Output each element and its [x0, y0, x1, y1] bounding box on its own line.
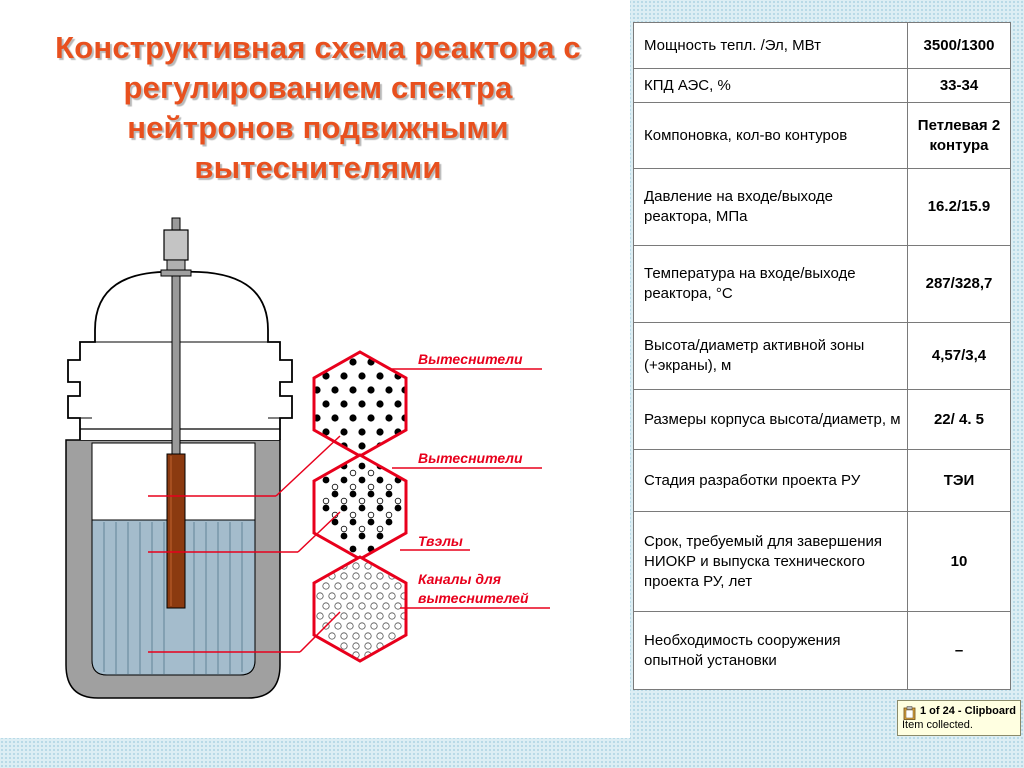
param-value: 22/ 4. 5 — [907, 389, 1011, 450]
drive-mechanism — [160, 217, 192, 609]
table-row: Мощность тепл. /Эл, МВт 3500/1300 — [633, 22, 1011, 69]
param-name: Срок, требуемый для завершения НИОКР и в… — [633, 511, 908, 612]
hex-displacer-channels — [312, 555, 408, 663]
table-row: Срок, требуемый для завершения НИОКР и в… — [633, 511, 1011, 612]
param-name: Размеры корпуса высота/диаметр, м — [633, 389, 908, 450]
param-name: Компоновка, кол-во контуров — [633, 102, 908, 169]
reactor-parameters-table: Мощность тепл. /Эл, МВт 3500/1300 КПД АЭ… — [633, 22, 1011, 690]
table-row: Размеры корпуса высота/диаметр, м 22/ 4.… — [633, 389, 1011, 450]
param-name: Высота/диаметр активной зоны (+экраны), … — [633, 322, 908, 390]
param-value: ТЭИ — [907, 449, 1011, 512]
param-name: Давление на входе/выходе реактора, МПа — [633, 168, 908, 246]
param-name: Необходимость сооружения опытной установ… — [633, 611, 908, 690]
clipboard-icon — [903, 706, 916, 720]
param-value: 16.2/15.9 — [907, 168, 1011, 246]
param-value: 10 — [907, 511, 1011, 612]
param-name: Стадия разработки проекта РУ — [633, 449, 908, 512]
param-name: Температура на входе/выходе реактора, °С — [633, 245, 908, 323]
title-line-2: регулированием спектра — [123, 70, 513, 105]
table-row: Необходимость сооружения опытной установ… — [633, 611, 1011, 690]
param-name: Мощность тепл. /Эл, МВт — [633, 22, 908, 69]
label-channels-line-2: вытеснителей — [418, 590, 529, 606]
table-row: Высота/диаметр активной зоны (+экраны), … — [633, 322, 1011, 390]
table-row: Стадия разработки проекта РУ ТЭИ — [633, 449, 1011, 512]
label-fuel-elements: Твэлы — [418, 533, 463, 549]
leader-lines — [148, 368, 550, 653]
title-line-3: нейтронов подвижными — [127, 110, 509, 145]
table-row: КПД АЭС, % 33-34 — [633, 68, 1011, 103]
param-value: 4,57/3,4 — [907, 322, 1011, 390]
label-channels-line-1: Каналы для — [418, 571, 501, 587]
label-displacers-2: Вытеснители — [418, 450, 523, 466]
mixed-dot-pattern — [322, 462, 402, 553]
table-row: Давление на входе/выходе реактора, МПа 1… — [633, 168, 1011, 246]
title-line-4: вытеснителями — [194, 150, 442, 185]
table-row: Компоновка, кол-во контуров Петлевая 2 к… — [633, 102, 1011, 169]
param-value: 287/328,7 — [907, 245, 1011, 323]
clipboard-title: 1 of 24 - Clipboard — [920, 705, 1016, 717]
slide-title: Конструктивная схема реактора с регулиро… — [8, 28, 628, 188]
clipboard-notification[interactable]: 1 of 24 - Clipboard Item collected. — [897, 700, 1021, 736]
title-line-1: Конструктивная схема реактора с — [55, 30, 581, 65]
hex-displacers-large — [312, 350, 408, 458]
param-value: Петлевая 2 контура — [907, 102, 1011, 169]
param-value: – — [907, 611, 1011, 690]
clipboard-message: Item collected. — [902, 719, 973, 731]
table-row: Температура на входе/выходе реактора, °С… — [633, 245, 1011, 323]
reactor-diagram: Вытеснители Вытеснители Твэлы Каналы для… — [65, 217, 550, 699]
hex-displacers-mixed — [312, 453, 408, 561]
param-name: КПД АЭС, % — [633, 68, 908, 103]
label-displacers-1: Вытеснители — [418, 351, 523, 367]
core-channel-lines — [103, 522, 243, 674]
param-value: 3500/1300 — [907, 22, 1011, 69]
param-value: 33-34 — [907, 68, 1011, 103]
